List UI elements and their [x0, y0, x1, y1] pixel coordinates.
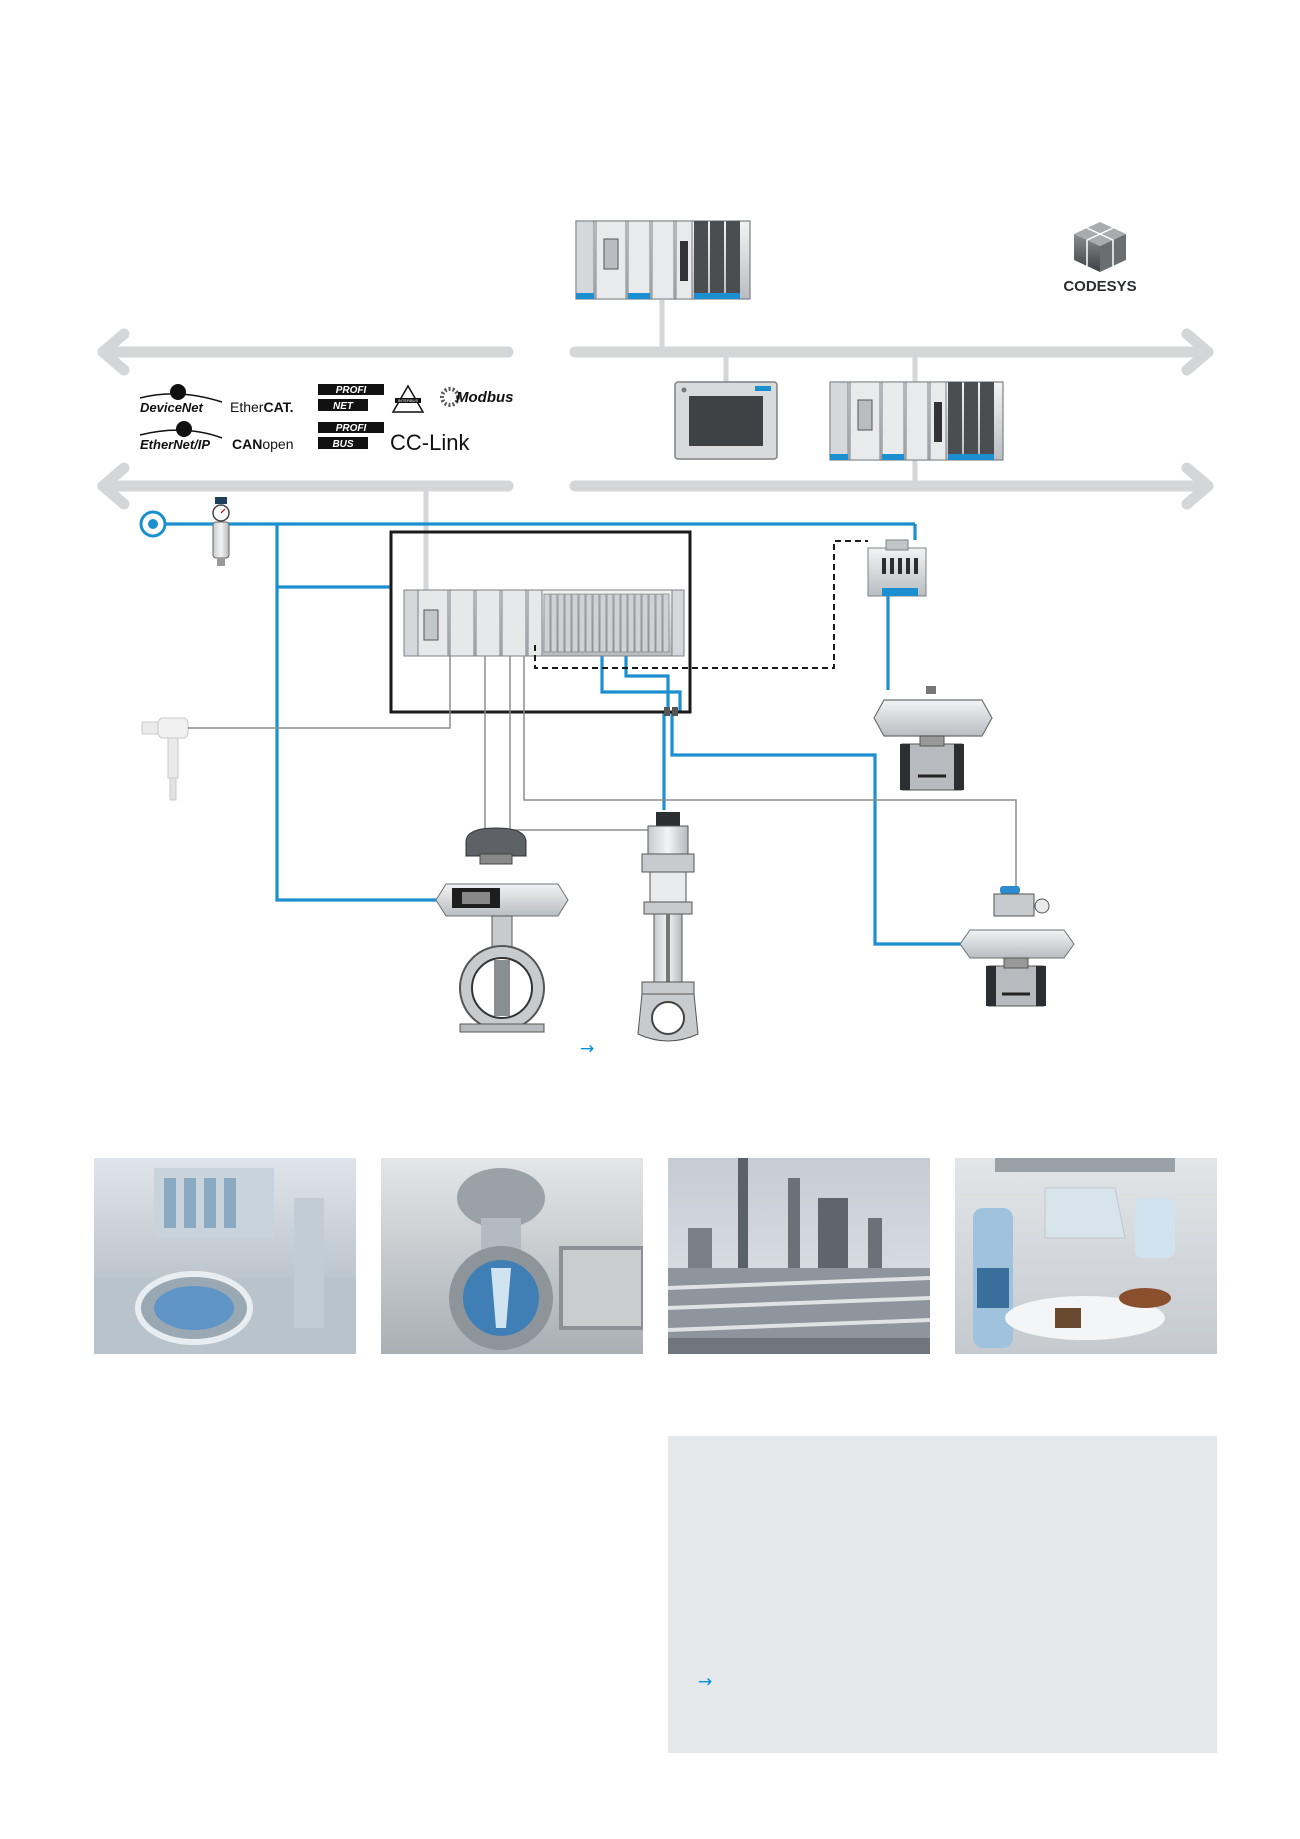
profibus-logo: PROFI BUS [318, 422, 384, 450]
svg-text:DeviceNet: DeviceNet [140, 400, 204, 415]
plc-controller-right [829, 381, 1004, 461]
fieldbus-arrows [97, 328, 1214, 510]
pneumatic-lines [160, 522, 966, 946]
svg-text:CANopen: CANopen [232, 436, 294, 452]
svg-text:PROFI: PROFI [336, 385, 367, 396]
devicenet-logo: DeviceNet [139, 384, 223, 415]
codesys-wordmark: CODESYS [1063, 278, 1136, 295]
diagram-link-arrow-icon[interactable]: → [580, 1039, 595, 1059]
svg-text:CC-Link: CC-Link [390, 430, 470, 455]
air-supply-connector [139, 510, 167, 538]
svg-text:PROFI: PROFI [336, 423, 367, 434]
interbus-logo: INTERBUS [391, 384, 425, 413]
photo-hygienic-process-plant [94, 1158, 356, 1354]
info-box: → [668, 1436, 1217, 1753]
upper-bus-arrow [97, 328, 1214, 376]
hmi-panel [674, 381, 778, 460]
svg-text:EtherNet/IP: EtherNet/IP [140, 437, 210, 452]
ethernetip-logo: EtherNet/IP [139, 421, 223, 452]
svg-text:INTERBUS: INTERBUS [398, 398, 419, 403]
photo-refinery [668, 1158, 930, 1354]
svg-text:NET: NET [333, 401, 354, 412]
ethercat-logo: EtherCAT. [230, 399, 294, 415]
photo-butterfly-valve-water [381, 1158, 643, 1354]
svg-text:Modbus: Modbus [456, 389, 514, 406]
svg-text:EtherCAT.: EtherCAT. [230, 399, 294, 415]
fieldbus-node-module [867, 539, 927, 597]
butterfly-valve [435, 827, 569, 1033]
info-link-arrow-icon[interactable]: → [698, 1672, 713, 1692]
photo-bottle-filling-food [955, 1158, 1217, 1354]
fieldbus-logos: DeviceNet EtherCAT. PROFI NET INTERBUS M… [139, 384, 514, 455]
filter-regulator [212, 497, 230, 566]
control-cabinet-frame [389, 530, 692, 714]
modbus-logo: Modbus [440, 387, 514, 407]
automation-system-diagram: CODESYS DeviceNet EtherCAT. [97, 220, 1214, 1042]
ball-valve-actuator-right [873, 686, 993, 791]
valve-terminal [403, 589, 685, 657]
cclink-logo: CC-Link [390, 430, 470, 455]
electrical-dashed-line [534, 540, 868, 669]
svg-text:BUS: BUS [332, 439, 353, 450]
pressure-sensor [141, 717, 189, 801]
ball-valve-actuator-lower [959, 886, 1075, 1007]
lower-bus-arrow [97, 462, 1214, 510]
codesys-logo: CODESYS [1063, 222, 1137, 295]
knife-gate-valve [637, 812, 699, 1042]
canopen-logo: CANopen [232, 436, 294, 452]
profinet-logo: PROFI NET [318, 384, 384, 412]
plc-controller-top [575, 220, 751, 300]
bus-drop-lines [423, 300, 918, 594]
